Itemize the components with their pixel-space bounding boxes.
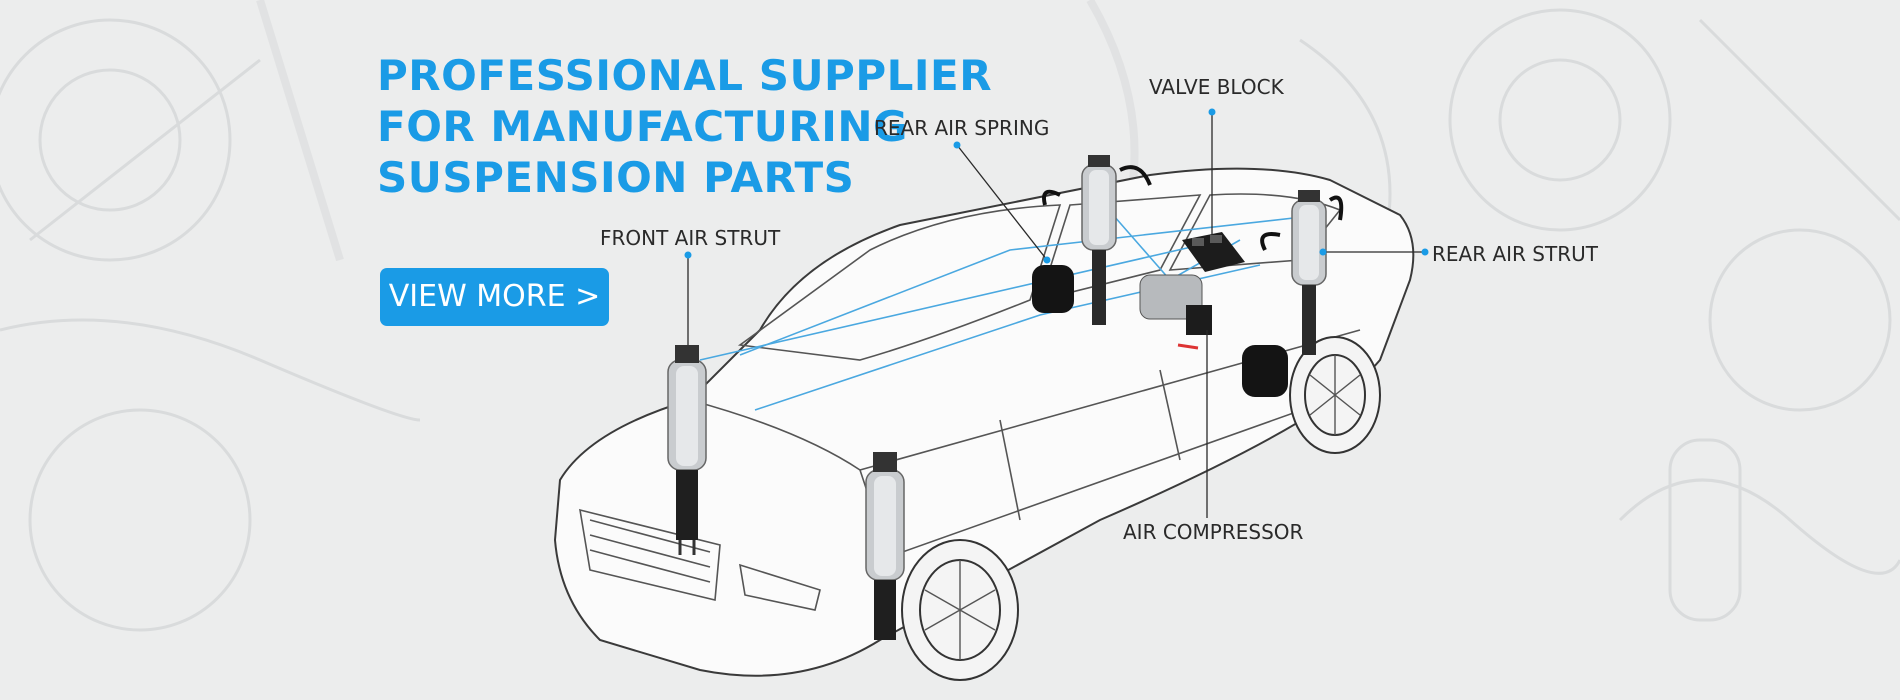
headline-line-1: PROFESSIONAL SUPPLIER: [377, 51, 993, 100]
hero-headline: PROFESSIONAL SUPPLIER FOR MANUFACTURING …: [377, 50, 992, 203]
callout-air-compressor: AIR COMPRESSOR: [1123, 520, 1304, 544]
view-more-button[interactable]: VIEW MORE >: [380, 268, 609, 326]
callout-rear-air-strut: REAR AIR STRUT: [1432, 242, 1598, 266]
callout-rear-air-spring: REAR AIR SPRING: [874, 116, 1050, 140]
callout-valve-block: VALVE BLOCK: [1149, 75, 1284, 99]
callout-front-air-strut: FRONT AIR STRUT: [600, 226, 781, 250]
headline-line-3: SUSPENSION PARTS: [377, 153, 855, 202]
headline-line-2: FOR MANUFACTURING: [377, 102, 908, 151]
